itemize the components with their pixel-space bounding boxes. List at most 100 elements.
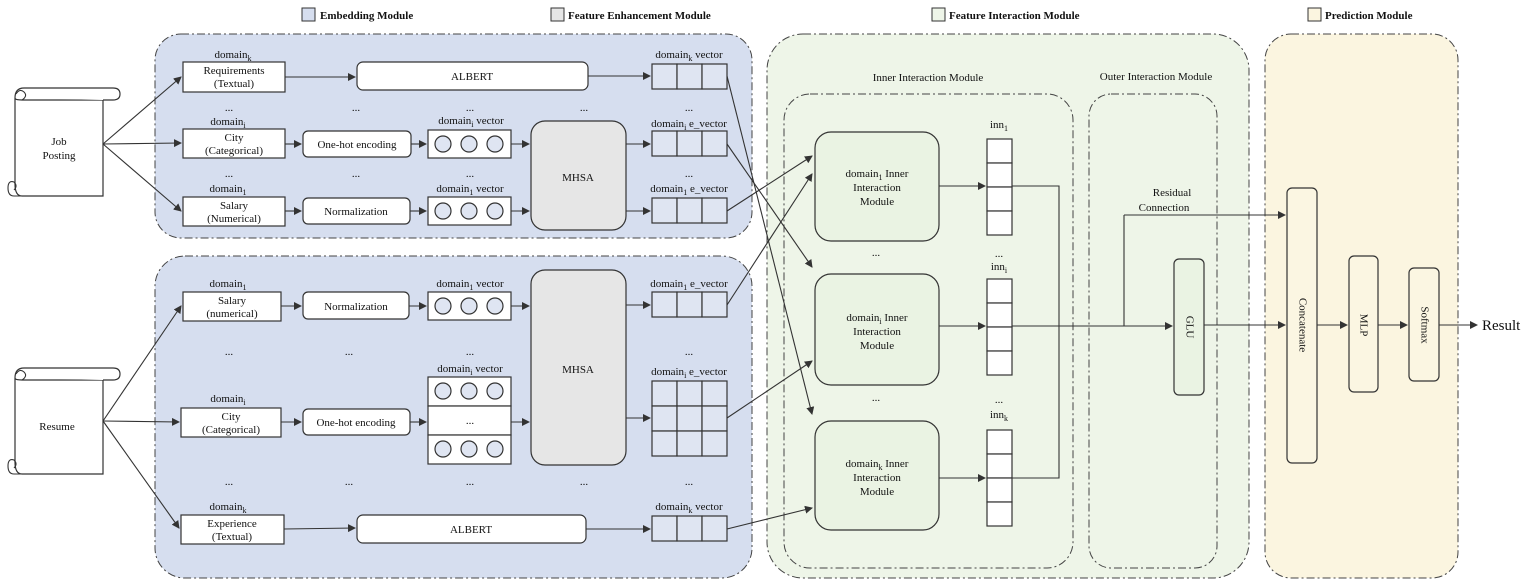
dots: ... xyxy=(872,392,881,404)
inner-module-1-line2: Interaction xyxy=(853,182,901,194)
job-requirements-line2: (Textual) xyxy=(214,78,254,90)
inner-module-i-line2: Interaction xyxy=(853,326,901,338)
resume-vec-k-label: domaink vector xyxy=(655,501,723,515)
glu-box xyxy=(1173,258,1205,396)
resume-vec-1-label: domain1 vector xyxy=(436,278,504,292)
resume-vec-1-circles xyxy=(427,291,512,321)
inner-module-k xyxy=(814,420,940,531)
job-vec-i-label: domaini vector xyxy=(438,115,504,129)
job-normalization-label: Normalization xyxy=(324,206,388,218)
inner-module-i-line1: domaini Inner xyxy=(846,312,908,326)
legend-enhancement-swatch xyxy=(550,7,565,22)
job-evec-1-label: domain1 e_vector xyxy=(650,183,728,197)
inner-module-k-line1: domaink Inner xyxy=(846,458,909,472)
dots: ... xyxy=(995,394,1004,406)
job-evec-i-cells xyxy=(651,130,728,157)
embedding-arrows xyxy=(102,72,651,533)
dots: ... xyxy=(466,415,475,427)
dots: ... xyxy=(685,102,694,114)
job-domain-1-label: domain1 xyxy=(210,183,247,197)
job-posting-input: Job Posting xyxy=(7,87,121,197)
dots: ... xyxy=(225,346,234,358)
interaction-arrows xyxy=(726,75,1478,530)
legend-embedding-swatch xyxy=(301,7,316,22)
job-vec-k-cells xyxy=(651,63,728,90)
dots: ... xyxy=(580,476,589,488)
inn-1-vector xyxy=(986,138,1013,236)
job-domain-i-label: domaini xyxy=(210,116,246,130)
resume-domain-1-label: domain1 xyxy=(210,278,247,292)
inn-1-label: inn1 xyxy=(990,119,1008,133)
dots: ... xyxy=(995,248,1004,260)
resume-experience-line2: (Textual) xyxy=(212,531,252,543)
legend-embedding-label: Embedding Module xyxy=(320,10,413,22)
resume-salary-box xyxy=(182,291,282,322)
dots: ... xyxy=(685,346,694,358)
legend: Embedding Module Feature Enhancement Mod… xyxy=(301,7,1413,22)
dots: ... xyxy=(466,102,475,114)
legend-enhancement-label: Feature Enhancement Module xyxy=(568,10,711,22)
dots: ... xyxy=(466,168,475,180)
resume-vec-i-matrix xyxy=(427,376,512,465)
inn-k-vector xyxy=(986,429,1013,527)
residual-label-line1: Residual xyxy=(1153,187,1192,199)
inner-module-i-line3: Module xyxy=(860,340,894,352)
dots: ... xyxy=(685,168,694,180)
inner-module-i xyxy=(814,273,940,386)
inn-k-label: innk xyxy=(990,409,1008,423)
resume-city-line1: City xyxy=(222,411,241,423)
dots: ... xyxy=(685,476,694,488)
resume-evec-1-label: domain1 e_vector xyxy=(650,278,728,292)
legend-prediction-label: Prediction Module xyxy=(1325,10,1413,22)
resume-salary-line2: (numerical) xyxy=(206,308,258,320)
inner-module-1-line1: domain1 Inner xyxy=(846,168,909,182)
job-mhsa-label: MHSA xyxy=(562,172,594,184)
resume-salary-line1: Salary xyxy=(218,295,247,307)
dots: ... xyxy=(345,476,354,488)
resume-normalization-label: Normalization xyxy=(324,301,388,313)
resume-domain-k-label: domaink xyxy=(210,501,247,515)
job-posting-label-line1: Job xyxy=(51,136,67,148)
job-onehot-label: One-hot encoding xyxy=(317,139,397,151)
residual-label-line2: Connection xyxy=(1139,202,1190,214)
resume-experience-line1: Experience xyxy=(207,518,257,530)
resume-domain-i-label: domaini xyxy=(210,393,246,407)
legend-interaction-swatch xyxy=(931,7,946,22)
result-label: Result xyxy=(1482,318,1521,334)
inner-module-1-line3: Module xyxy=(860,196,894,208)
job-vec-k-label: domaink vector xyxy=(655,49,723,63)
job-posting-label-line2: Posting xyxy=(42,150,76,162)
dots: ... xyxy=(352,102,361,114)
dots: ... xyxy=(352,168,361,180)
job-mhsa-box xyxy=(530,120,627,231)
resume-evec-1-cells xyxy=(651,291,728,318)
resume-input: Resume xyxy=(7,367,121,475)
glu-label: GLU xyxy=(1183,316,1195,339)
dots: ... xyxy=(225,168,234,180)
resume-onehot-label: One-hot encoding xyxy=(316,417,396,429)
resume-evec-i-label: domaini e_vector xyxy=(651,366,727,380)
dots: ... xyxy=(466,346,475,358)
job-city-line1: City xyxy=(225,132,244,144)
resume-vec-k-cells xyxy=(651,515,728,542)
resume-albert-label: ALBERT xyxy=(450,524,492,536)
resume-mhsa-label: MHSA xyxy=(562,364,594,376)
job-salary-line2: (Numerical) xyxy=(207,213,261,225)
resume-mhsa-box xyxy=(530,269,627,466)
resume-label: Resume xyxy=(39,421,75,433)
mlp-label: MLP xyxy=(1357,314,1369,337)
job-salary-line1: Salary xyxy=(220,200,249,212)
legend-prediction-swatch xyxy=(1307,7,1322,22)
resume-evec-i-matrix xyxy=(651,380,728,457)
dots: ... xyxy=(466,476,475,488)
job-vec-1-circles xyxy=(427,196,512,226)
resume-experience-box xyxy=(180,514,285,545)
outer-interaction-title: Outer Interaction Module xyxy=(1100,71,1213,83)
job-domain-k-label: domaink xyxy=(215,49,252,63)
concatenate-label: Concatenate xyxy=(1296,298,1308,352)
inner-module-k-line3: Module xyxy=(860,486,894,498)
softmax-label: Softmax xyxy=(1418,306,1430,344)
resume-vec-i-label: domaini vector xyxy=(437,363,503,377)
outer-interaction-region xyxy=(1088,93,1218,569)
